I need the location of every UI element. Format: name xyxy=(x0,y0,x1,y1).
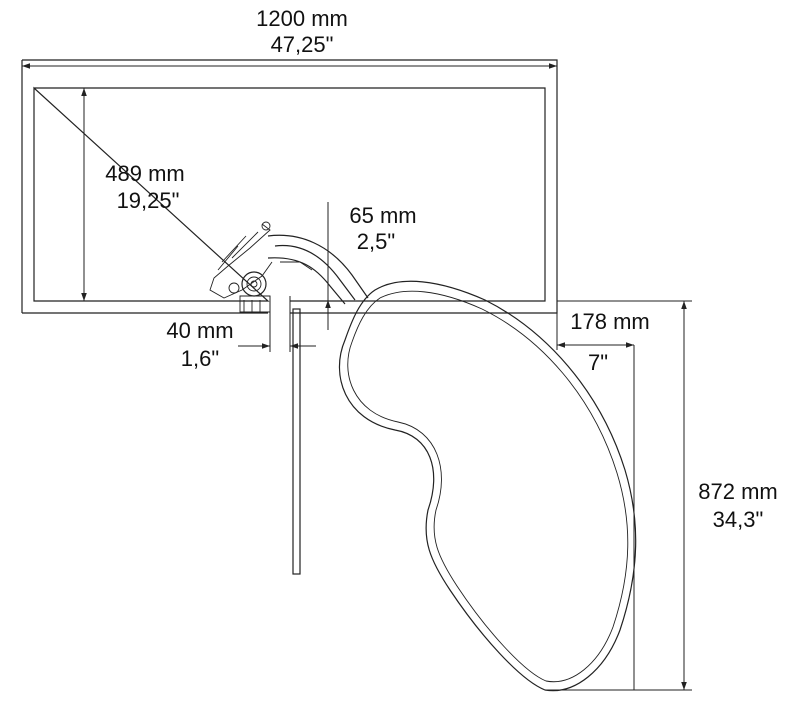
cabinet-width-imperial: 47,25" xyxy=(271,32,334,57)
shelf-extension-imperial: 34,3" xyxy=(713,507,764,532)
hinge-offset-metric: 65 mm xyxy=(349,203,416,228)
shelf-overhang-imperial: 7" xyxy=(588,350,608,375)
dimension-shelf-overhang: 178 mm 7" xyxy=(556,301,650,690)
post-offset-metric: 40 mm xyxy=(166,318,233,343)
cabinet-depth-metric: 489 mm xyxy=(105,161,184,186)
dimension-post-offset: 40 mm 1,6" xyxy=(166,296,316,371)
cabinet-depth-imperial: 19,25" xyxy=(117,188,180,213)
cabinet-outline xyxy=(21,59,558,314)
door-panel xyxy=(292,308,301,575)
shelf-extension-metric: 872 mm xyxy=(698,479,777,504)
kidney-shelf xyxy=(338,280,637,692)
dimension-shelf-extension: 872 mm 34,3" xyxy=(545,300,778,691)
dimension-hinge-offset: 65 mm 2,5" xyxy=(325,202,417,330)
shelf-overhang-metric: 178 mm xyxy=(570,309,649,334)
hinge-mechanism xyxy=(209,221,369,313)
dimension-cabinet-depth: 489 mm 19,25" xyxy=(81,88,185,301)
cabinet-width-metric: 1200 mm xyxy=(256,6,348,31)
dimension-cabinet-width: 1200 mm 47,25" xyxy=(22,6,557,69)
hinge-offset-imperial: 2,5" xyxy=(357,229,395,254)
post-offset-imperial: 1,6" xyxy=(181,346,219,371)
